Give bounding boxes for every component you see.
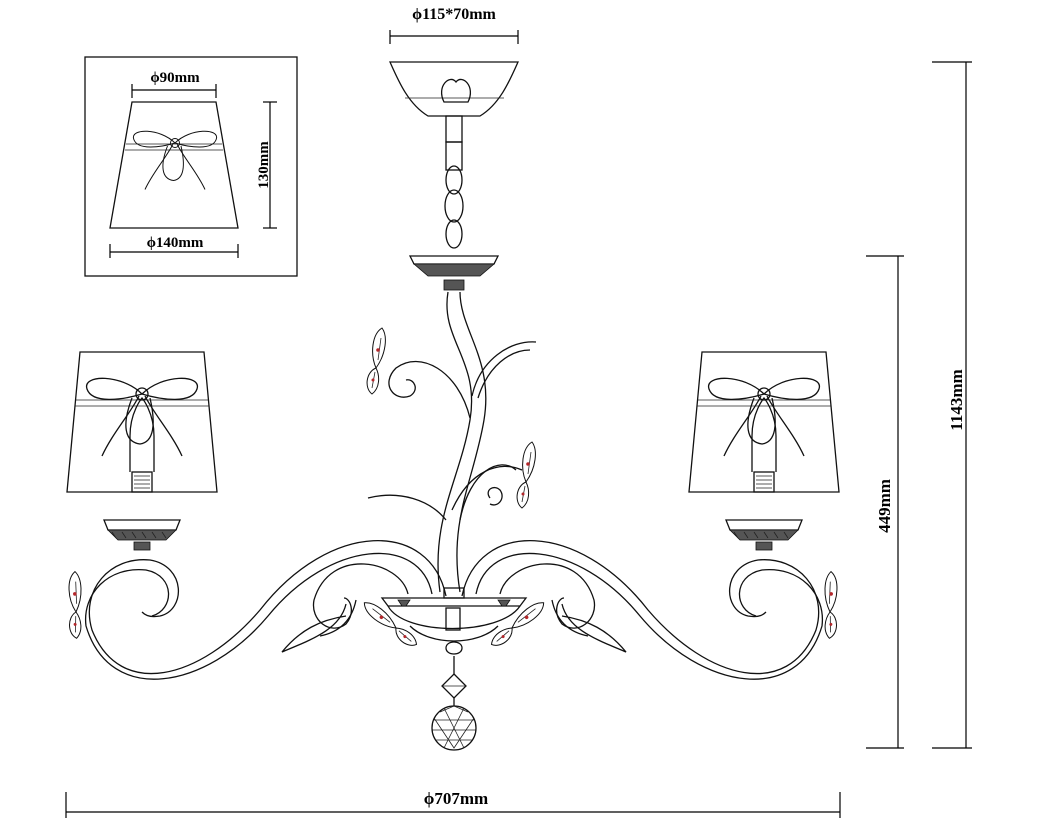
central-stem [367,291,537,593]
left-arm [84,540,447,680]
shade-detail-inset [84,56,298,277]
left-lamp [67,352,217,551]
ceiling-canopy [388,61,520,171]
hanging-chain [444,165,464,249]
total-width-dimension [65,792,841,818]
body-height-label: 449mm [875,479,894,533]
butterfly-icon [516,441,536,509]
shade-height-label: 130mm [256,141,272,189]
right-arm [461,540,824,680]
total-height-label: 1143mm [947,369,966,430]
crystal-pendant [431,641,477,751]
butterfly-icon [356,599,424,650]
total-width-label: ϕ707mm [424,789,488,808]
center-bowl [380,587,528,642]
butterfly-icon [484,599,552,650]
shade-bottom-diameter-label: ϕ140mm [147,235,204,251]
right-lamp [689,352,839,551]
top-bowl [408,255,500,291]
total-height-dimension [932,61,972,749]
shade-top-diameter-label: ϕ90mm [150,70,200,86]
butterfly-icon [366,327,386,395]
canopy-dimension-label: ϕ115*70mm [412,6,496,23]
body-height-dimension [866,255,904,749]
butterfly-icon [59,570,91,640]
